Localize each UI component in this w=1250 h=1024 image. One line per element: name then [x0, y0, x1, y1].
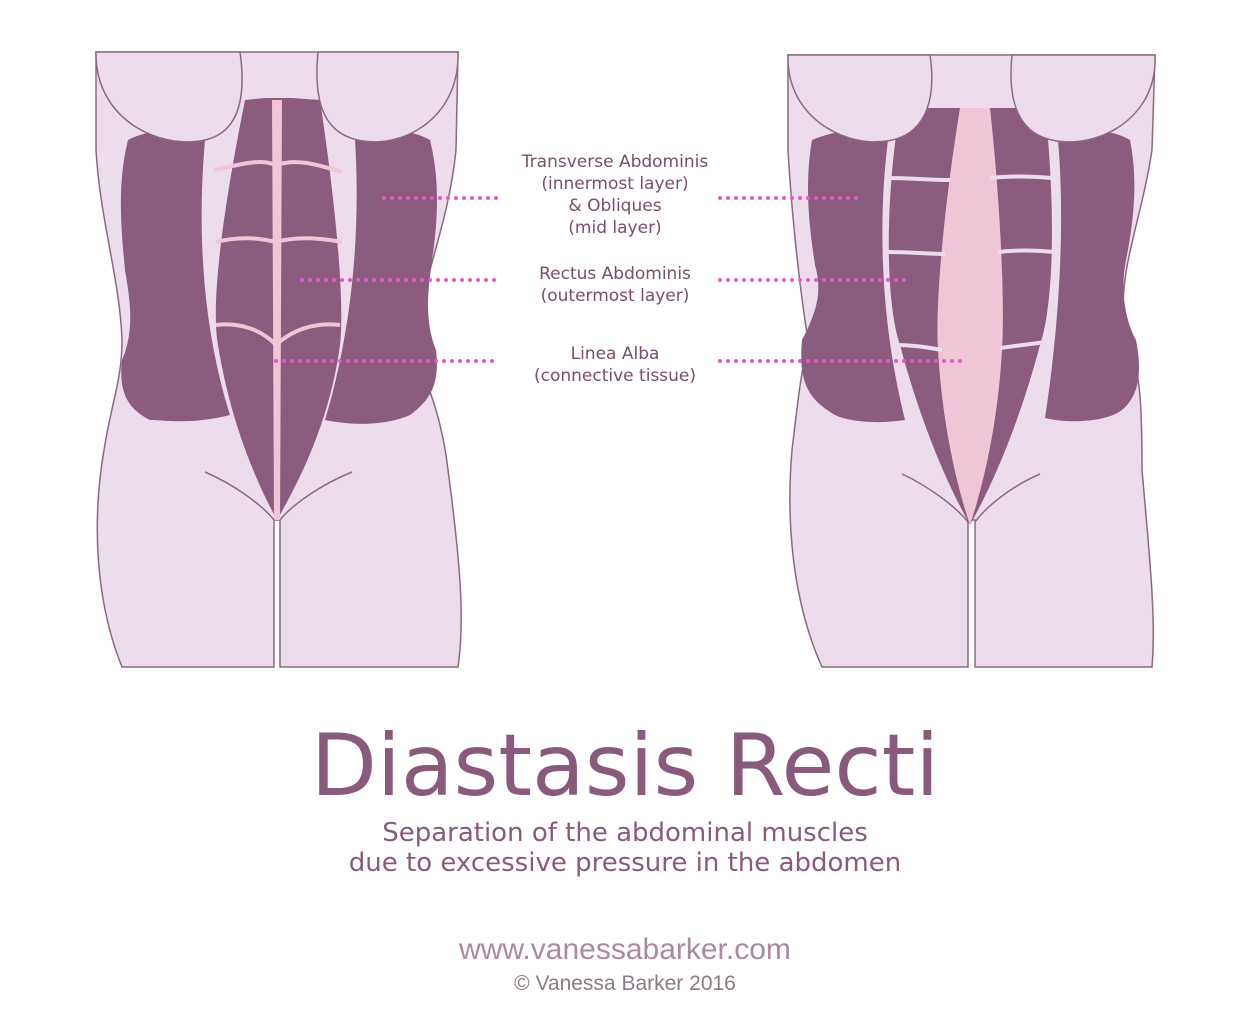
diastasis-left-oblique	[801, 131, 905, 423]
normal-groin-left	[204, 471, 275, 521]
label-obliques-line-2: (innermost layer)	[541, 174, 689, 194]
page-subtitle: Separation of the abdominal muscles due …	[0, 818, 1250, 878]
label-rectus-line-2: (outermost layer)	[540, 286, 690, 306]
normal-left-oblique	[120, 131, 230, 422]
normal-linea-alba	[272, 100, 282, 520]
normal-left-breast	[95, 51, 243, 143]
diastasis-torso	[787, 54, 1156, 668]
label-linea-line-1: Linea Alba	[570, 344, 660, 364]
diastasis-left-rectus-line-2	[887, 250, 946, 256]
copyright-notice: © Vanessa Barker 2016	[514, 972, 736, 995]
normal-right-oblique	[325, 131, 437, 424]
normal-torso	[95, 51, 462, 668]
leader-lines	[274, 196, 966, 363]
subtitle-line-2: due to excessive pressure in the abdomen	[348, 848, 902, 878]
normal-intersection-1	[213, 160, 343, 174]
diastasis-left-breast	[787, 54, 933, 143]
diastasis-right-rectus-line-2	[997, 248, 1055, 254]
diastasis-groin-left	[901, 473, 969, 523]
diastasis-linea-alba	[937, 108, 1003, 525]
label-rectus-line-1: Rectus Abdominis	[539, 264, 691, 284]
page-title: Diastasis Recti	[310, 716, 940, 816]
label-obliques-line-1: Transverse Abdominis	[521, 152, 709, 172]
normal-groin-right	[279, 471, 353, 521]
normal-intersection-3	[215, 322, 341, 348]
subtitle-line-1: Separation of the abdominal muscles	[382, 818, 868, 848]
label-rectus: Rectus Abdominis (outermost layer)	[465, 263, 765, 307]
diastasis-right-rectus-line-3	[999, 340, 1047, 350]
normal-right-breast	[316, 51, 459, 143]
diastasis-right-breast	[1010, 54, 1156, 143]
diastasis-groin-right	[974, 473, 1041, 523]
label-linea: Linea Alba (connective tissue)	[465, 343, 765, 387]
diastasis-right-rectus-line-1	[989, 174, 1053, 180]
normal-intersection-2	[215, 236, 343, 245]
label-obliques-line-4: (mid layer)	[568, 218, 662, 238]
website-link[interactable]: www.vanessabarker.com	[459, 933, 791, 966]
label-obliques: Transverse Abdominis (innermost layer) &…	[465, 151, 765, 239]
diastasis-right-oblique	[1045, 131, 1140, 422]
diastasis-left-rectus-line-1	[887, 176, 951, 182]
diastasis-left-rectus-line-3	[895, 343, 943, 352]
label-obliques-line-3: & Obliques	[568, 196, 662, 216]
label-linea-line-2: (connective tissue)	[533, 366, 696, 386]
